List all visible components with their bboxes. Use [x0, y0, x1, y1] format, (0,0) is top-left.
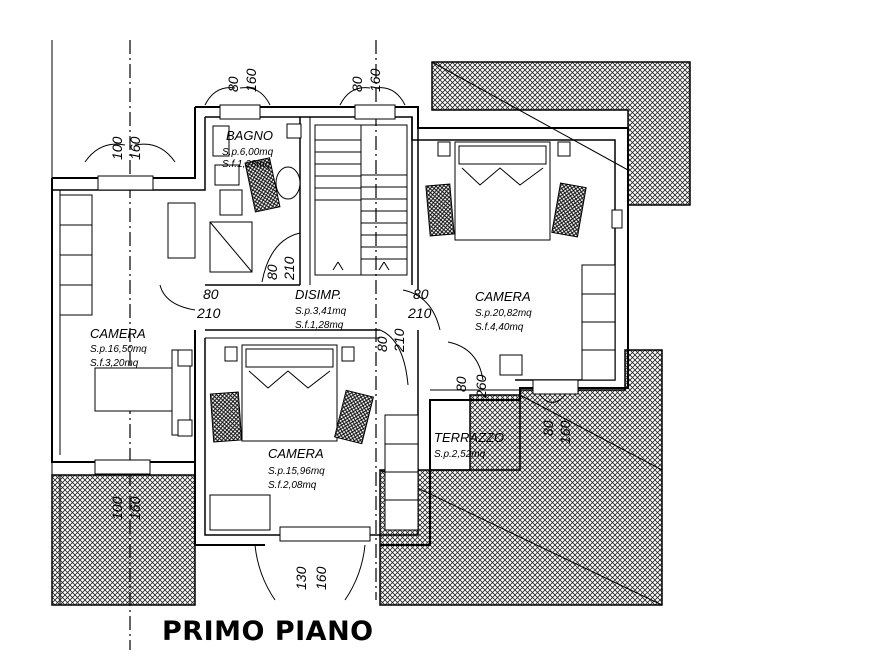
dim-w-bot-w-a: 100: [109, 496, 125, 520]
dim-w-bot-c-a: 130: [293, 566, 309, 590]
bed-west: [94, 349, 193, 437]
room-name-camera-west: CAMERA: [90, 326, 146, 341]
dim-w-bagno-a: 80: [225, 76, 241, 92]
room-sf-bagno: S.f.1,28mq: [222, 159, 271, 170]
dim-w-bot-c-b: 160: [313, 566, 329, 590]
dim-w-terr-a: 80: [540, 420, 556, 436]
room-name-disimp: DISIMP.: [295, 287, 342, 302]
room-name-camera-center: CAMERA: [268, 446, 324, 461]
dim-d-camc-b: 210: [391, 328, 407, 353]
dim-d-camw-a: 80: [203, 286, 219, 302]
dim-d-camc-a: 80: [374, 336, 390, 352]
room-name-bagno: BAGNO: [226, 128, 273, 143]
axis-lines: [129, 40, 377, 650]
dim-w-top-a: 100: [109, 136, 125, 160]
room-sf-disimp: S.f.1,28mq: [295, 320, 344, 331]
bed-center: [209, 344, 374, 445]
dim-w-stair-b: 160: [367, 68, 383, 92]
room-sp-camera-west: S.p.16,50mq: [90, 344, 147, 355]
dim-d-bagno-b: 210: [281, 256, 297, 281]
windows: [94, 104, 623, 542]
room-sp-terrazzo: S.p.2,52mq: [434, 449, 486, 460]
room-sp-camera-east: S.p.20,82mq: [475, 308, 532, 319]
room-name-terrazzo: TERRAZZO: [434, 430, 504, 445]
room-name-camera-east: CAMERA: [475, 289, 531, 304]
dim-d-camw-b: 210: [196, 305, 221, 321]
roof-areas: [51, 61, 691, 606]
room-labels: BAGNO S.p.6,00mq S.f.1,28mq CAMERA S.p.1…: [90, 128, 532, 491]
dim-w-bagno-b: 160: [243, 68, 259, 92]
wardrobes: [59, 194, 616, 531]
dim-d-came-a: 80: [413, 286, 429, 302]
staircase: [314, 124, 408, 276]
dim-w-top-b: 160: [127, 136, 143, 160]
room-sp-disimp: S.p.3,41mq: [295, 306, 347, 317]
dim-d-came-b: 210: [407, 305, 432, 321]
dimension-labels: 100 160 80 160 80 160 80 210 80 210 80 2…: [109, 68, 573, 590]
dim-w-stair-a: 80: [349, 76, 365, 92]
dim-d-bagno-a: 80: [264, 264, 280, 280]
bed-east: [425, 141, 587, 241]
room-sf-camera-east: S.f.4,40mq: [475, 322, 524, 333]
bathroom-fixtures: [209, 123, 302, 273]
room-sf-camera-west: S.f.3,20mq: [90, 358, 139, 369]
dim-d-terr-a: 80: [453, 376, 469, 392]
dim-w-terr-b: 160: [557, 420, 573, 444]
room-sf-camera-center: S.f.2,08mq: [268, 480, 317, 491]
plan-title: PRIMO PIANO: [162, 616, 374, 647]
room-sp-bagno: S.p.6,00mq: [222, 147, 274, 158]
dim-w-bot-w-b: 160: [127, 496, 143, 520]
room-sp-camera-center: S.p.15,96mq: [268, 466, 325, 477]
doors: [84, 87, 566, 601]
dim-d-terr-b: 260: [473, 374, 489, 399]
